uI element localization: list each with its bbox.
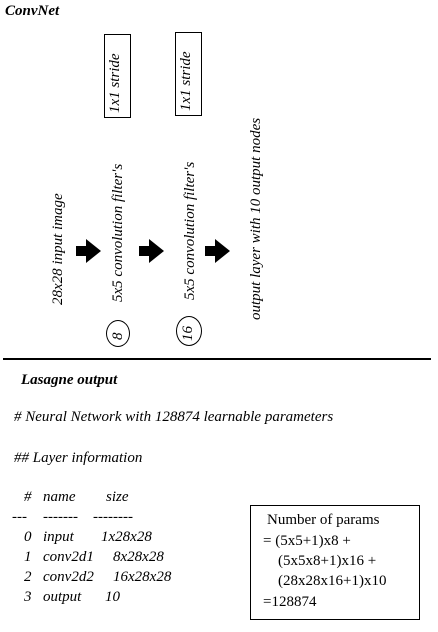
arrow-icon-1 xyxy=(76,239,101,263)
conv1-filter-count-circle: 8 xyxy=(106,320,130,347)
params-line-3: (28x28x16+1)x10 xyxy=(278,573,387,589)
conv2-label: 5x5 convolution filter's xyxy=(182,161,198,300)
table-row-0-size: 1x28x28 xyxy=(101,529,152,545)
section-divider xyxy=(3,358,431,360)
arrow-icon-3 xyxy=(205,239,230,263)
params-line-2: (5x5x8+1)x16 + xyxy=(278,553,377,569)
table-row-3-size: 10 xyxy=(105,589,120,605)
layer-info-heading: ## Layer information xyxy=(14,450,143,466)
conv2-stride-box: 1x1 stride xyxy=(175,32,202,116)
params-line-4: =128874 xyxy=(263,594,317,610)
table-separator-index: --- xyxy=(12,509,27,525)
conv2-filter-count: 16 xyxy=(180,326,196,341)
table-separator-size: -------- xyxy=(93,509,133,525)
table-row-2-index: 2 xyxy=(24,569,32,585)
conv1-stride-label: 1x1 stride xyxy=(107,53,123,113)
table-row-3-name: output xyxy=(43,589,82,605)
table-row-3-index: 3 xyxy=(24,589,32,605)
conv2-stride-label: 1x1 stride xyxy=(178,51,194,111)
conv1-filter-count: 8 xyxy=(110,332,126,341)
table-row-0-name: input xyxy=(43,529,74,545)
table-row-1-size: 8x28x28 xyxy=(113,549,164,565)
table-row-0-index: 0 xyxy=(24,529,32,545)
network-summary-line: # Neural Network with 128874 learnable p… xyxy=(14,409,334,425)
params-line-1: = (5x5+1)x8 + xyxy=(263,533,351,549)
conv1-stride-box: 1x1 stride xyxy=(104,34,131,118)
table-separator-name: ------- xyxy=(43,509,78,525)
input-image-label: 28x28 input image xyxy=(50,193,66,305)
params-box-title: Number of params xyxy=(267,512,380,528)
params-box: Number of params = (5x5+1)x8 + (5x5x8+1)… xyxy=(250,505,420,620)
table-header-index: # xyxy=(24,489,32,505)
table-header-size: size xyxy=(106,489,129,505)
table-row-1-name: conv2d1 xyxy=(43,549,94,565)
conv1-label: 5x5 convolution filter's xyxy=(110,163,126,302)
output-layer-label: output layer with 10 output nodes xyxy=(248,117,264,320)
table-row-2-size: 16x28x28 xyxy=(113,569,172,585)
table-row-2-name: conv2d2 xyxy=(43,569,94,585)
diagram-title: ConvNet xyxy=(5,3,60,19)
arrow-icon-2 xyxy=(139,239,164,263)
table-row-1-index: 1 xyxy=(24,549,32,565)
lasagne-title: Lasagne output xyxy=(21,372,118,388)
table-header-name: name xyxy=(43,489,76,505)
conv2-filter-count-circle: 16 xyxy=(176,316,202,346)
